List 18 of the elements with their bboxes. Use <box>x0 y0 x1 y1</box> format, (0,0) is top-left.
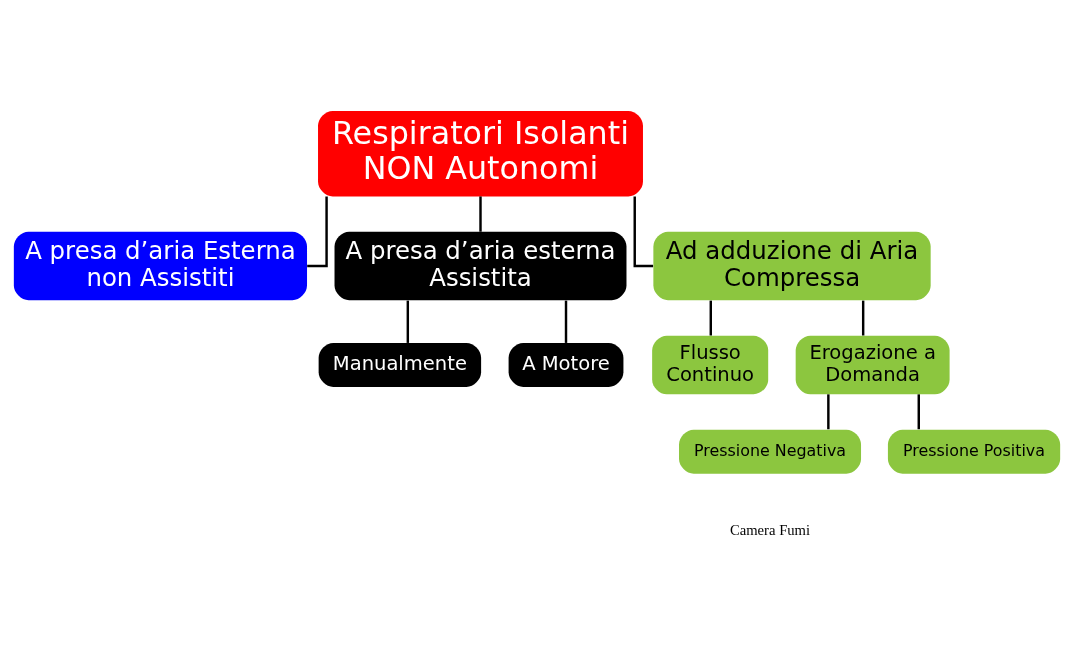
node-box: A presa d’aria esterna Assistita <box>334 231 627 301</box>
node-box: Manualmente <box>318 343 482 387</box>
node-box: Respiratori Isolanti NON Autonomi <box>318 110 643 197</box>
node-box: Ad adduzione di Aria Compressa <box>653 231 931 301</box>
node-box: Pressione Negativa <box>679 429 862 474</box>
connector <box>827 394 830 430</box>
connector <box>917 394 920 430</box>
connector <box>861 300 865 336</box>
node-box: A presa d’aria Esterna non Assistiti <box>13 231 308 301</box>
node-box: Flusso Continuo <box>652 335 769 395</box>
label: Camera Fumi <box>729 521 811 538</box>
node-box: A Motore <box>508 343 624 387</box>
connector <box>406 300 410 343</box>
connector <box>479 196 482 232</box>
connector <box>709 300 712 336</box>
node-box: Pressione Positiva <box>887 429 1061 474</box>
connector <box>564 300 568 343</box>
node-box: Erogazione a Domanda <box>795 335 950 395</box>
